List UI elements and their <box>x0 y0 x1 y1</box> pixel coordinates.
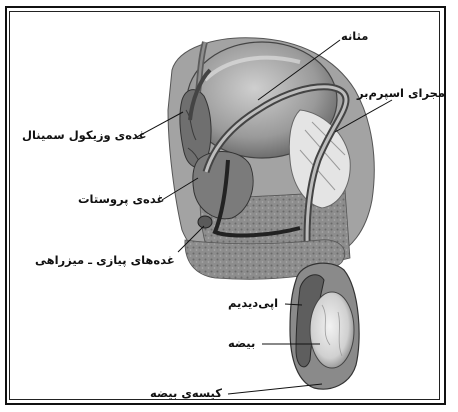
label-vas-deferens: مجرای اسپرم‌بر <box>357 86 445 100</box>
label-bladder: مثانه <box>341 29 368 43</box>
label-scrotum: کیسه‌ی بیضه <box>150 386 222 400</box>
label-bulbourethral: غده‌های پیازی ـ میزراهی <box>35 253 175 267</box>
label-seminal-vesicle: غده‌ی وزیکول سمینال <box>22 128 147 142</box>
label-prostate: غده‌ی پروستات <box>78 192 164 206</box>
label-testis: بیضه <box>228 336 255 350</box>
label-epididymis: اپی‌دیدیم <box>228 296 278 310</box>
testis-shape <box>310 292 354 368</box>
bulbourethral-shape <box>198 216 212 228</box>
leader-scrotum <box>228 384 322 394</box>
